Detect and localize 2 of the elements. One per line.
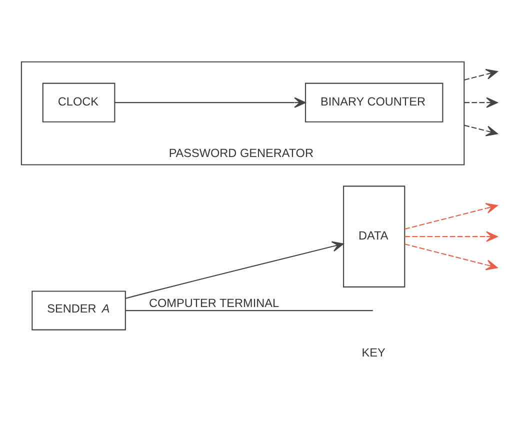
edge-label: COMPUTER TERMINAL xyxy=(148,297,280,310)
label: KEY xyxy=(362,346,386,360)
